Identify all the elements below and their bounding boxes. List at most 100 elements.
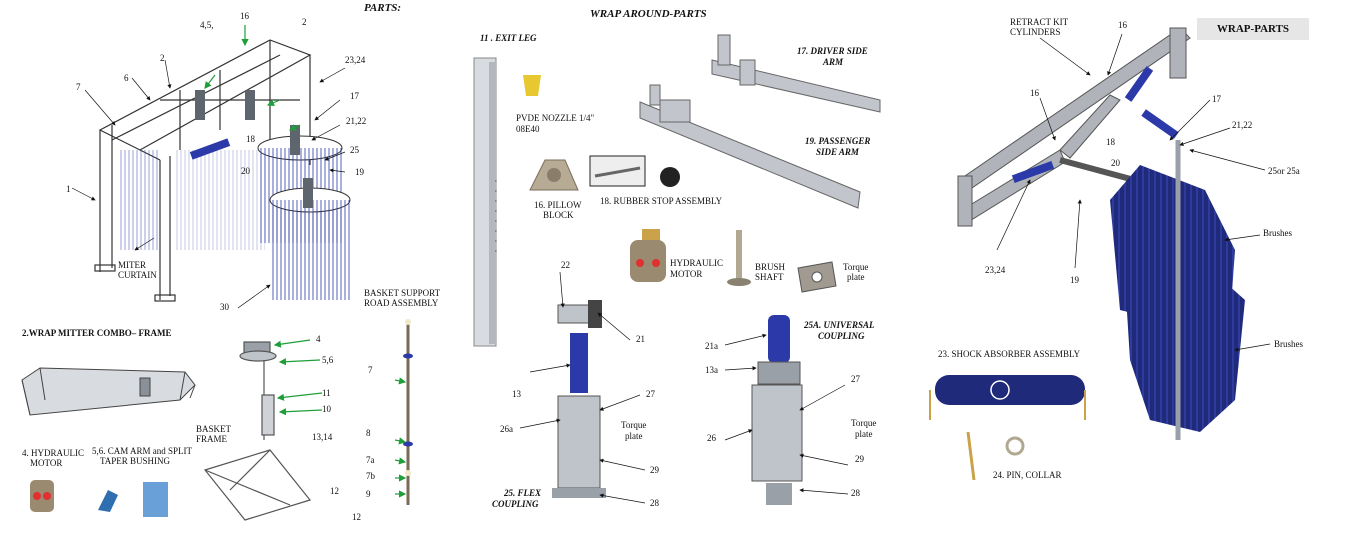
flex-torque-plate-label-1: Torque xyxy=(621,420,647,430)
hydraulic-motor-label-2: MOTOR xyxy=(670,269,703,279)
callout-28-a: 28 xyxy=(650,498,659,508)
callout-16: 16 xyxy=(240,11,249,21)
callout-rod-7b: 7b xyxy=(366,471,375,481)
callout-12-a: 12 xyxy=(330,486,339,496)
hydraulic-motor-4-label-2: MOTOR xyxy=(30,458,63,468)
callout-7: 7 xyxy=(76,82,81,92)
callout-1: 1 xyxy=(66,184,71,194)
callout-rod-7a: 7a xyxy=(366,455,375,465)
callout-rod-7: 7 xyxy=(368,365,373,375)
nozzle-label-2: 08E40 xyxy=(516,124,540,134)
callout-wrap-16: 16 xyxy=(1030,88,1039,98)
callout-wrap-23-24: 23,24 xyxy=(985,265,1006,275)
driver-arm-caption-2: ARM xyxy=(823,57,844,67)
callout-18: 18 xyxy=(246,134,255,144)
basket-support-label-2: ROAD ASSEMBLY xyxy=(364,298,439,308)
retract-kit-cylinders-icon xyxy=(1011,66,1179,183)
callout-2: 2 xyxy=(160,53,165,63)
callout-13-14: 13,14 xyxy=(312,432,333,442)
callout-2-top: 2 xyxy=(302,17,307,27)
callout-26a: 26a xyxy=(500,424,513,434)
callout-22: 22 xyxy=(561,260,570,270)
callout-27-a: 27 xyxy=(646,389,655,399)
universal-torque-plate-label-1: Torque xyxy=(851,418,877,428)
brush-shaft-label-2: SHAFT xyxy=(755,272,784,282)
hydraulic-motor-icon xyxy=(630,229,666,282)
wrap-mitter-combo-frame-icon xyxy=(21,367,196,416)
retract-kit-label-2: CYLINDERS xyxy=(1010,27,1061,37)
coupling-25-label: 25or 25a xyxy=(1268,166,1300,176)
callout-29-a: 29 xyxy=(650,465,659,475)
callout-wrap-17: 17 xyxy=(1212,94,1221,104)
universal-coupling-caption-1: 25A. UNIVERSAL xyxy=(804,320,875,330)
callout-28-b: 28 xyxy=(851,488,860,498)
basket-frame-label-1: BASKET xyxy=(196,424,232,434)
hydraulic-motor-4-icon xyxy=(30,480,54,512)
universal-coupling-icon xyxy=(751,315,803,505)
retract-kit-label-1: RETRACT KIT xyxy=(1010,17,1069,27)
parts-heading: PARTS: xyxy=(364,2,402,14)
callout-27-b: 27 xyxy=(851,374,860,384)
pillow-block-icon xyxy=(529,159,579,191)
torque-plate-icon xyxy=(797,261,837,293)
miter-curtain-label-1: MITER xyxy=(118,260,146,270)
frame-curtain-icon xyxy=(175,150,265,250)
driver-side-arm-icon xyxy=(711,34,881,113)
flex-coupling-caption-2: COUPLING xyxy=(492,499,539,509)
basket-support-rod-icon xyxy=(403,319,413,505)
basket-brush-large-icon xyxy=(257,135,351,300)
callout-25: 25 xyxy=(350,145,359,155)
callout-23-24: 23,24 xyxy=(345,55,366,65)
passenger-arm-caption-2: SIDE ARM xyxy=(816,147,859,157)
callout-6: 6 xyxy=(124,73,129,83)
wrap-around-parts-heading: WRAP AROUND-PARTS xyxy=(590,8,707,20)
callout-rod-9: 9 xyxy=(366,489,371,499)
frame-hydraulic-arm-icon xyxy=(189,90,313,208)
callout-leaders xyxy=(71,33,1271,504)
exit-leg-icon xyxy=(473,57,497,347)
wrap-parts-heading: WRAP-PARTS xyxy=(1197,18,1309,40)
universal-torque-plate-label-2: plate xyxy=(855,429,873,439)
nozzle-label-1: PVDE NOZZLE 1/4" xyxy=(516,113,595,123)
cam-arm-label-1: 5,6. CAM ARM and SPLIT xyxy=(92,446,193,456)
passenger-arm-caption-1: 19. PASSENGER xyxy=(805,136,871,146)
callout-rod-8: 8 xyxy=(366,428,371,438)
shock-absorber-label: 23. SHOCK ABSORBER ASSEMBLY xyxy=(938,349,1081,359)
wrap-mitter-frame-caption: 2.WRAP MITTER COMBO– FRAME xyxy=(22,328,172,338)
callout-13: 13 xyxy=(512,389,521,399)
driver-arm-caption-1: 17. DRIVER SIDE xyxy=(797,46,868,56)
brush-shaft-label-1: BRUSH xyxy=(755,262,786,272)
basket-frame-label-2: FRAME xyxy=(196,434,228,444)
pillow-block-label-1: 16. PILLOW xyxy=(534,200,582,210)
rubber-stop-label: 18. RUBBER STOP ASSEMBLY xyxy=(600,196,723,206)
callout-13a: 13a xyxy=(705,365,718,375)
callout-5-6: 5,6 xyxy=(322,355,334,365)
miter-curtain-label-2: CURTAIN xyxy=(118,270,157,280)
pin-collar-icon xyxy=(966,431,1025,481)
torque-plate-label-2: plate xyxy=(847,272,865,282)
universal-coupling-caption-2: COUPLING xyxy=(818,331,865,341)
callout-12-b: 12 xyxy=(352,512,361,522)
shock-absorber-icon xyxy=(929,375,1086,420)
callout-29-b: 29 xyxy=(855,454,864,464)
passenger-side-arm-icon xyxy=(639,84,861,209)
flex-coupling-caption-1: 25. FLEX xyxy=(504,488,542,498)
callout-17: 17 xyxy=(350,91,359,101)
brushes-label-upper: Brushes xyxy=(1263,228,1292,238)
callout-21-22: 21,22 xyxy=(346,116,367,126)
flex-coupling-icon xyxy=(552,300,606,498)
pillow-block-label-2: BLOCK xyxy=(543,210,574,220)
cam-arm-label-2: TAPER BUSHING xyxy=(100,456,171,466)
callout-wrap-21-22: 21,22 xyxy=(1232,120,1253,130)
callout-20: 20 xyxy=(241,166,250,176)
callout-wrap-19: 19 xyxy=(1070,275,1079,285)
callout-wrap-18: 18 xyxy=(1106,137,1115,147)
exit-leg-caption: 11 . EXIT LEG xyxy=(480,33,537,43)
cam-arm-icon xyxy=(98,482,168,517)
callout-11: 11 xyxy=(322,388,331,398)
basket-frame-assembly-icon xyxy=(203,341,312,521)
brushes-icon xyxy=(1110,140,1245,440)
hydraulic-motor-4-label-1: 4. HYDRAULIC xyxy=(22,448,84,458)
callout-21: 21 xyxy=(636,334,645,344)
